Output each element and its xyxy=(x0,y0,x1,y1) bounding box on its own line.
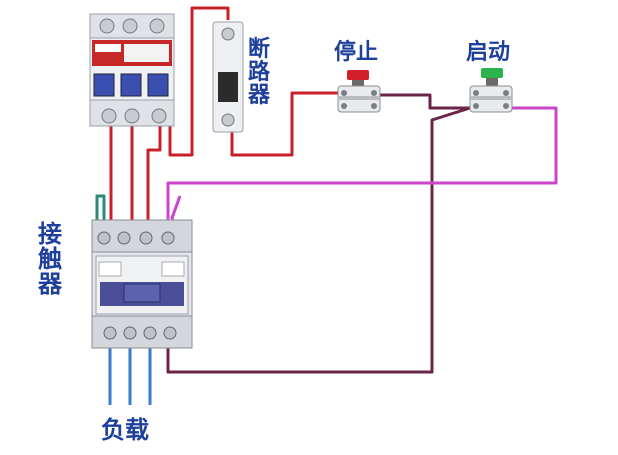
breaker-handle-c xyxy=(147,73,169,97)
control-wires xyxy=(95,93,558,374)
start-button xyxy=(469,68,513,113)
control-breaker xyxy=(212,21,244,133)
main-breaker xyxy=(89,13,175,127)
breaker-label: 断路器 xyxy=(247,37,270,109)
stop-label: 停止 xyxy=(334,40,379,65)
control-feed-wire xyxy=(168,6,230,157)
phase-wire-c xyxy=(146,120,162,240)
load-wires xyxy=(108,348,152,405)
contactor xyxy=(91,219,193,349)
stop-feed-wire xyxy=(230,91,340,157)
start-button-cap xyxy=(481,68,503,78)
contactor-label: 接触器 xyxy=(38,220,62,299)
start-return-wire xyxy=(166,106,471,374)
breaker-handle-a xyxy=(93,73,115,97)
aux-wire-left xyxy=(95,194,106,240)
stop-button xyxy=(337,70,381,113)
start-label: 启动 xyxy=(466,40,511,65)
start-hold-wire xyxy=(166,106,558,240)
control-breaker-handle xyxy=(218,72,238,102)
breaker-handle-b xyxy=(120,73,142,97)
load-label: 负载 xyxy=(101,416,149,444)
stop-button-cap xyxy=(347,70,369,80)
stop-to-start-wire xyxy=(380,93,470,110)
